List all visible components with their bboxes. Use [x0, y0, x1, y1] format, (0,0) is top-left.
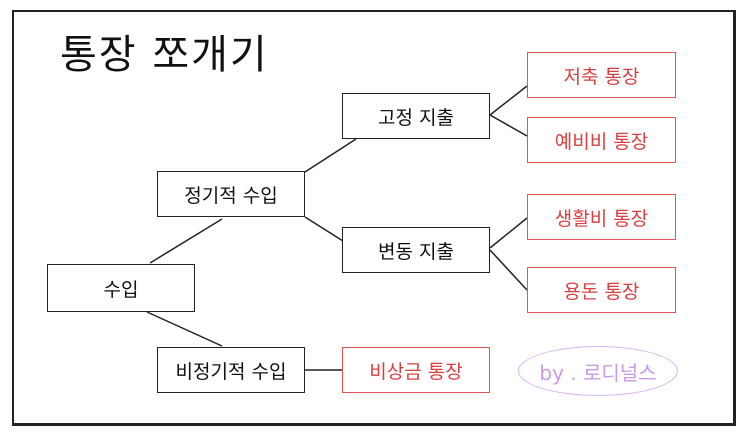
node-emergency-account: 비상금 통장 [342, 347, 490, 393]
node-allowance-account: 용돈 통장 [527, 267, 676, 313]
node-reserve-account: 예비비 통장 [527, 117, 676, 163]
author-signature: by . 로디널스 [518, 346, 678, 396]
node-income: 수입 [47, 264, 195, 312]
diagram-frame [12, 10, 736, 426]
line-regular-fixed [304, 138, 357, 173]
line-variable-allowance [489, 249, 528, 291]
node-savings-account: 저축 통장 [527, 52, 676, 98]
node-variable-expense: 변동 지출 [342, 227, 490, 273]
line-regular-variable [304, 216, 344, 242]
line-fixed-reserve [489, 114, 528, 137]
line-fixed-savings [489, 85, 528, 116]
page-title: 통장 쪼개기 [60, 32, 269, 78]
line-income-irregular [146, 311, 223, 347]
node-fixed-expense: 고정 지출 [342, 93, 490, 139]
node-living-account: 생활비 통장 [527, 194, 676, 240]
line-variable-living [489, 217, 528, 249]
node-irregular-income: 비정기적 수입 [157, 347, 305, 393]
node-regular-income: 정기적 수입 [157, 171, 305, 217]
line-income-regular [149, 218, 223, 264]
